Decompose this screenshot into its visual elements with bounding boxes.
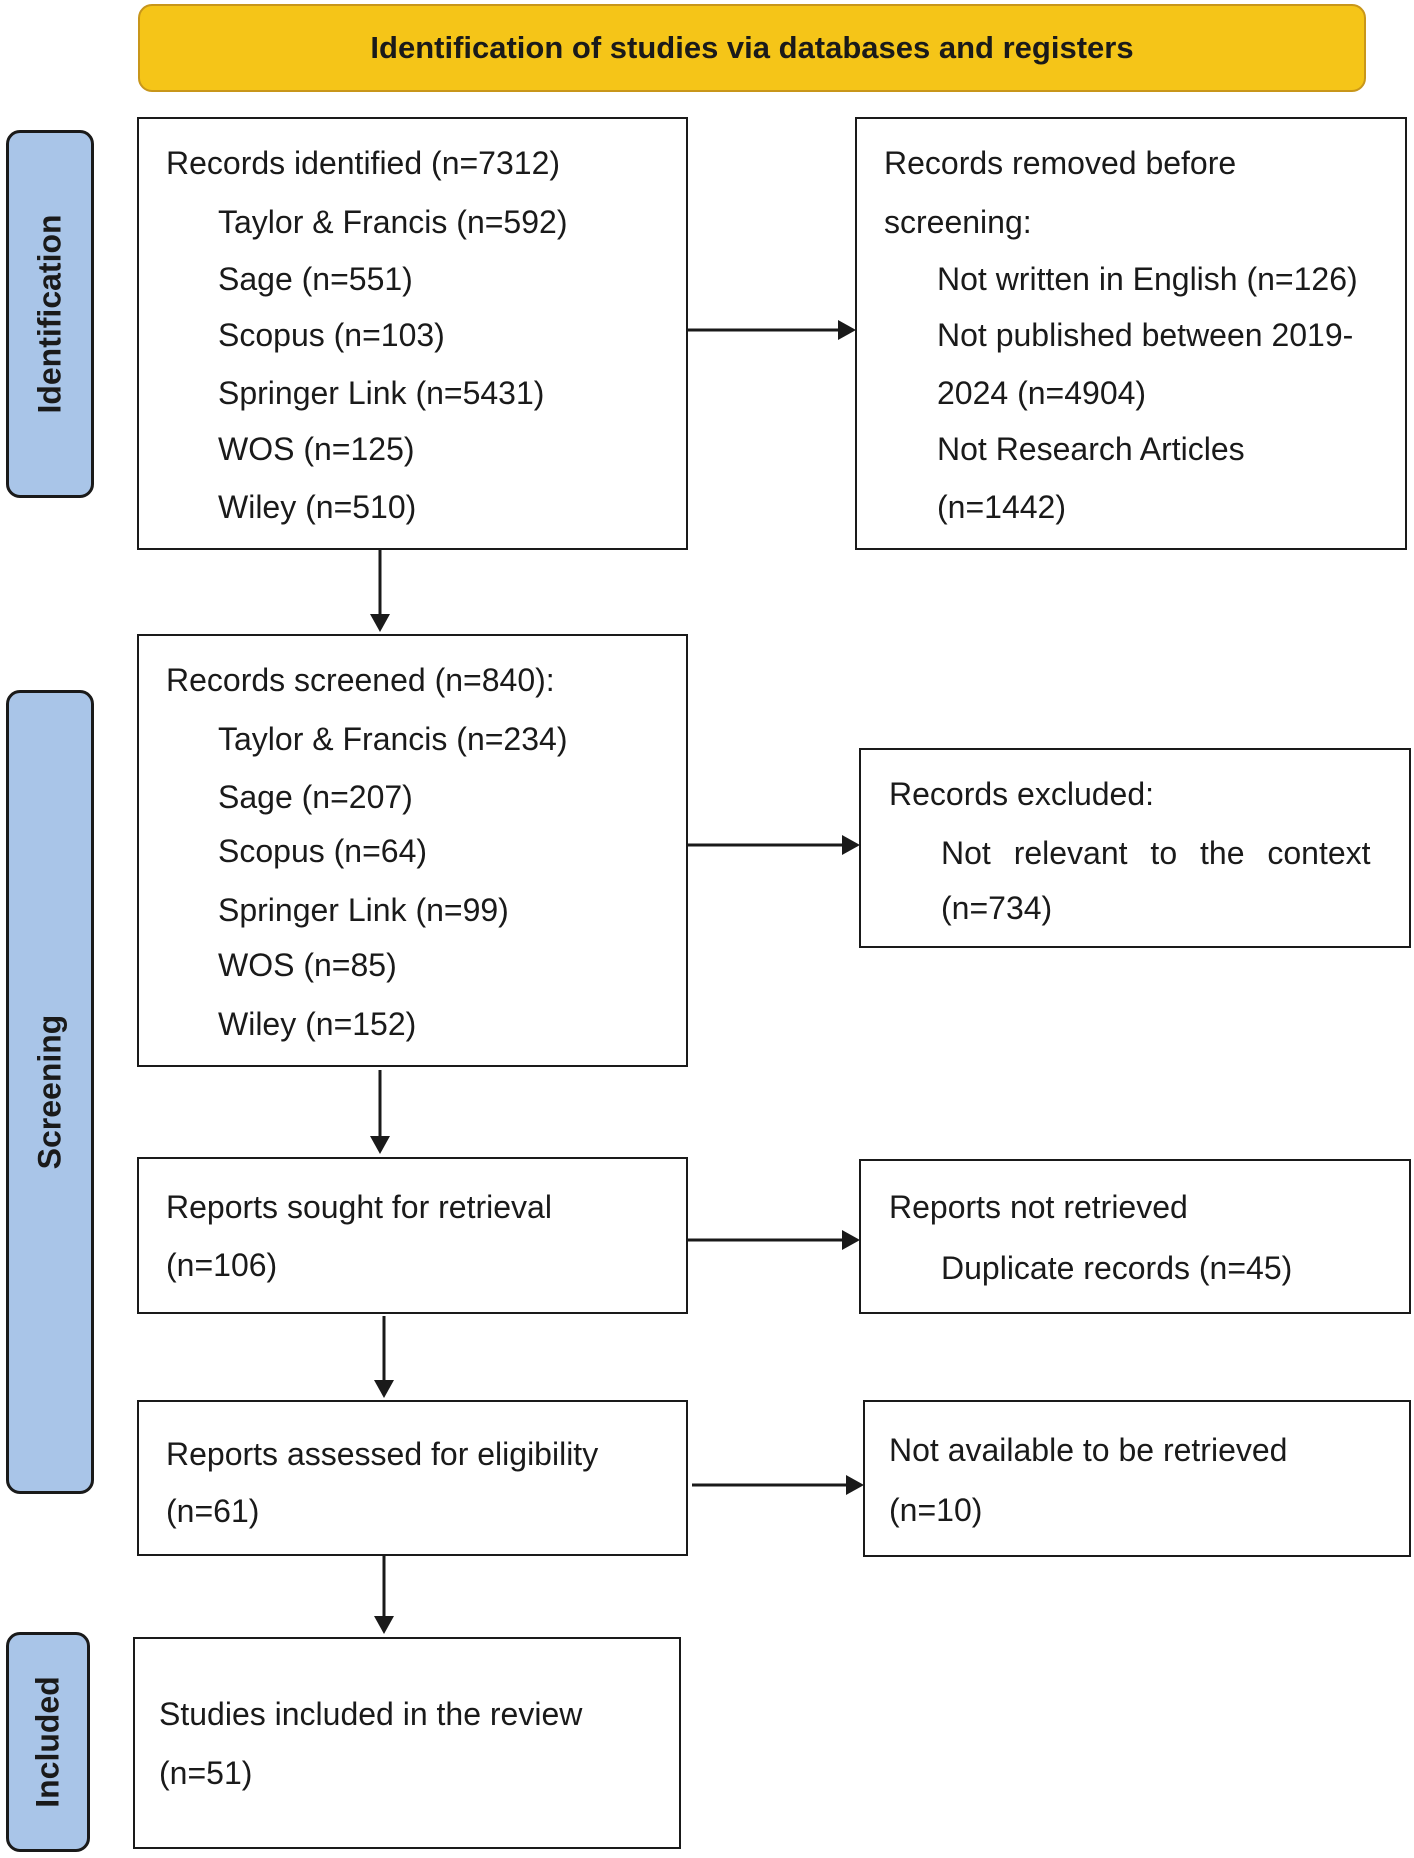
- records-identified-title: Records identified (n=7312): [166, 145, 561, 181]
- studies-included-title: Studies included in the review: [159, 1696, 583, 1732]
- records-removed-item: Not written in English (n=126): [937, 261, 1358, 297]
- records-identified-item: Sage (n=551): [218, 261, 413, 297]
- reports-assessed-box: Reports assessed for eligibility (n=61): [137, 1400, 688, 1556]
- records-screened-item: Springer Link (n=99): [218, 892, 509, 928]
- diagram-header: Identification of studies via databases …: [138, 4, 1366, 92]
- stage-screening: Screening: [6, 690, 94, 1494]
- arrowhead: [374, 1616, 394, 1634]
- records-screened-item: WOS (n=85): [218, 947, 397, 983]
- reports-sought-count: (n=106): [166, 1247, 278, 1283]
- records-screened-item: Taylor & Francis (n=234): [218, 721, 568, 757]
- records-removed-item: 2024 (n=4904): [937, 375, 1147, 411]
- arrowhead: [374, 1380, 394, 1398]
- records-identified-item: Taylor & Francis (n=592): [218, 204, 568, 240]
- records-removed-item: Not Research Articles: [937, 431, 1245, 467]
- records-identified-box: Records identified (n=7312) Taylor & Fra…: [137, 117, 688, 550]
- studies-included-box: Studies included in the review (n=51): [133, 1637, 681, 1849]
- arrowhead: [370, 1136, 390, 1154]
- reports-sought-title: Reports sought for retrieval: [166, 1189, 552, 1225]
- records-removed-item: (n=1442): [937, 489, 1066, 525]
- stage-included: Included: [6, 1632, 90, 1852]
- records-screened-box: Records screened (n=840): Taylor & Franc…: [137, 634, 688, 1067]
- arrowhead: [842, 1230, 860, 1250]
- studies-included-count: (n=51): [159, 1755, 253, 1791]
- arrowhead: [846, 1475, 864, 1495]
- records-excluded-item: (n=734): [941, 890, 1053, 926]
- records-removed-title: Records removed before: [884, 145, 1237, 181]
- reports-sought-box: Reports sought for retrieval (n=106): [137, 1157, 688, 1314]
- records-identified-item: Springer Link (n=5431): [218, 375, 545, 411]
- records-screened-item: Wiley (n=152): [218, 1006, 417, 1042]
- reports-not-retrieved-title: Reports not retrieved: [889, 1189, 1188, 1225]
- records-screened-item: Scopus (n=64): [218, 833, 428, 869]
- not-available-count: (n=10): [889, 1492, 983, 1528]
- arrowhead: [842, 835, 860, 855]
- reports-not-retrieved-item: Duplicate records (n=45): [941, 1250, 1293, 1286]
- reports-assessed-count: (n=61): [166, 1493, 260, 1529]
- arrowhead: [370, 614, 390, 632]
- records-removed-item: Not published between 2019-: [937, 317, 1354, 353]
- reports-assessed-title: Reports assessed for eligibility: [166, 1436, 599, 1472]
- records-excluded-item: Not relevant to the context: [941, 835, 1371, 871]
- not-available-box: Not available to be retrieved (n=10): [863, 1400, 1411, 1557]
- records-screened-item: Sage (n=207): [218, 779, 413, 815]
- records-identified-item: Scopus (n=103): [218, 317, 445, 353]
- arrowhead: [838, 320, 856, 340]
- records-excluded-title: Records excluded:: [889, 776, 1155, 812]
- reports-not-retrieved-box: Reports not retrieved Duplicate records …: [859, 1159, 1411, 1314]
- records-identified-item: WOS (n=125): [218, 431, 415, 467]
- records-excluded-box: Records excluded: Not relevant to the co…: [859, 748, 1411, 948]
- not-available-title: Not available to be retrieved: [889, 1432, 1288, 1468]
- records-identified-item: Wiley (n=510): [218, 489, 417, 525]
- header-title: Identification of studies via databases …: [370, 30, 1134, 65]
- records-screened-title: Records screened (n=840):: [166, 662, 555, 698]
- stage-identification: Identification: [6, 130, 94, 498]
- records-removed-title: screening:: [884, 204, 1032, 240]
- records-removed-box: Records removed before screening: Not wr…: [855, 117, 1407, 550]
